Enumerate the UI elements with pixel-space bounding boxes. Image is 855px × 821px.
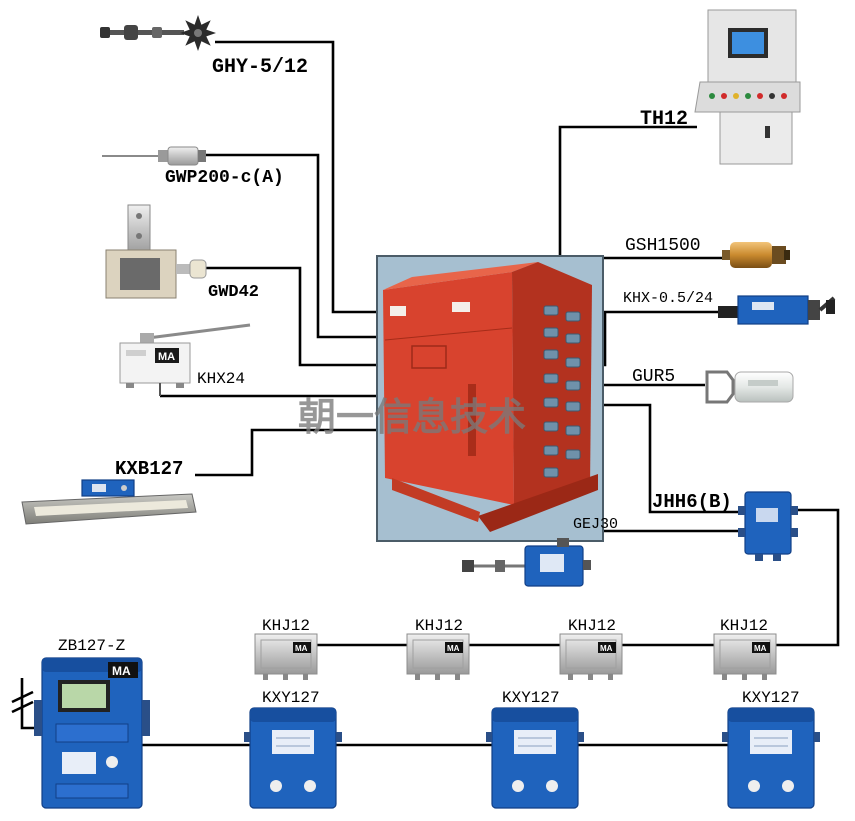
khj12-unit: MA: [713, 633, 777, 680]
khx24-pull-switch: MA: [119, 323, 251, 396]
watermark-text: 朝一信息技术: [298, 395, 526, 439]
svg-text:MA: MA: [447, 644, 460, 653]
label-kxy-2: KXY127: [502, 689, 560, 707]
label-th12: TH12: [640, 108, 688, 131]
label-khj-3: KHJ12: [568, 617, 616, 635]
khj12-unit: MA: [559, 633, 623, 680]
line-th12: [558, 125, 697, 318]
gur5-sensor: [705, 370, 794, 404]
khj12-unit: MA: [254, 633, 318, 680]
cabinet-label-plate: [390, 306, 406, 316]
label-khx24: KHX24: [197, 370, 245, 388]
console-screen: [732, 32, 764, 54]
zb-display-screen: [62, 684, 106, 708]
line-gwp: [205, 153, 386, 339]
th12-control-console: [694, 9, 801, 165]
label-kxy-3: KXY127: [742, 689, 800, 707]
ma-badge: MA: [155, 348, 179, 363]
label-khj-2: KHJ12: [415, 617, 463, 635]
label-jhh: JHH6(B): [652, 491, 732, 513]
line-kxb: [195, 428, 386, 477]
svg-text:MA: MA: [754, 644, 767, 653]
gej30-sensor: [462, 538, 591, 587]
label-gur: GUR5: [632, 367, 675, 387]
gsh1500-sensor: [722, 242, 790, 268]
label-khj-4: KHJ12: [720, 617, 768, 635]
ghy-speed-sensor: [100, 15, 216, 51]
kxb127-lamp: [21, 479, 197, 525]
khj12-unit: MA: [406, 633, 470, 680]
kxy127-unit: [486, 707, 584, 809]
kxy127-unit: [244, 707, 342, 809]
line-jhh-to-khj: [776, 508, 840, 647]
label-zb: ZB127-Z: [58, 637, 126, 655]
label-khj-1: KHJ12: [262, 617, 310, 635]
line-jhh-feed: [575, 403, 745, 514]
zb127z-unit: MA: [34, 657, 150, 809]
gwd-deviation-sensor: [105, 204, 207, 299]
controller-cabinet: [376, 255, 604, 542]
line-gwd: [205, 266, 386, 367]
label-ghy: GHY-5/12: [212, 56, 308, 79]
label-gwp: GWP200-c(A): [165, 168, 284, 188]
svg-text:MA: MA: [112, 664, 131, 678]
jhh6-junction-box: [738, 491, 798, 561]
label-gej: GEJ30: [573, 516, 618, 533]
khx05-switch: [718, 295, 836, 325]
label-gwd: GWD42: [208, 283, 259, 302]
gwp-temperature-sensor: [102, 146, 206, 166]
label-khx05: KHX-0.5/24: [623, 290, 713, 307]
svg-text:MA: MA: [295, 644, 308, 653]
label-kxb: KXB127: [115, 458, 183, 480]
label-gsh: GSH1500: [625, 236, 701, 256]
svg-text:MA: MA: [600, 644, 613, 653]
kxy127-unit: [722, 707, 820, 809]
line-ghy: [215, 40, 386, 314]
ma-badge: [108, 662, 138, 678]
cable-glands: [543, 305, 581, 478]
label-kxy-1: KXY127: [262, 689, 320, 707]
svg-text:MA: MA: [158, 351, 175, 363]
